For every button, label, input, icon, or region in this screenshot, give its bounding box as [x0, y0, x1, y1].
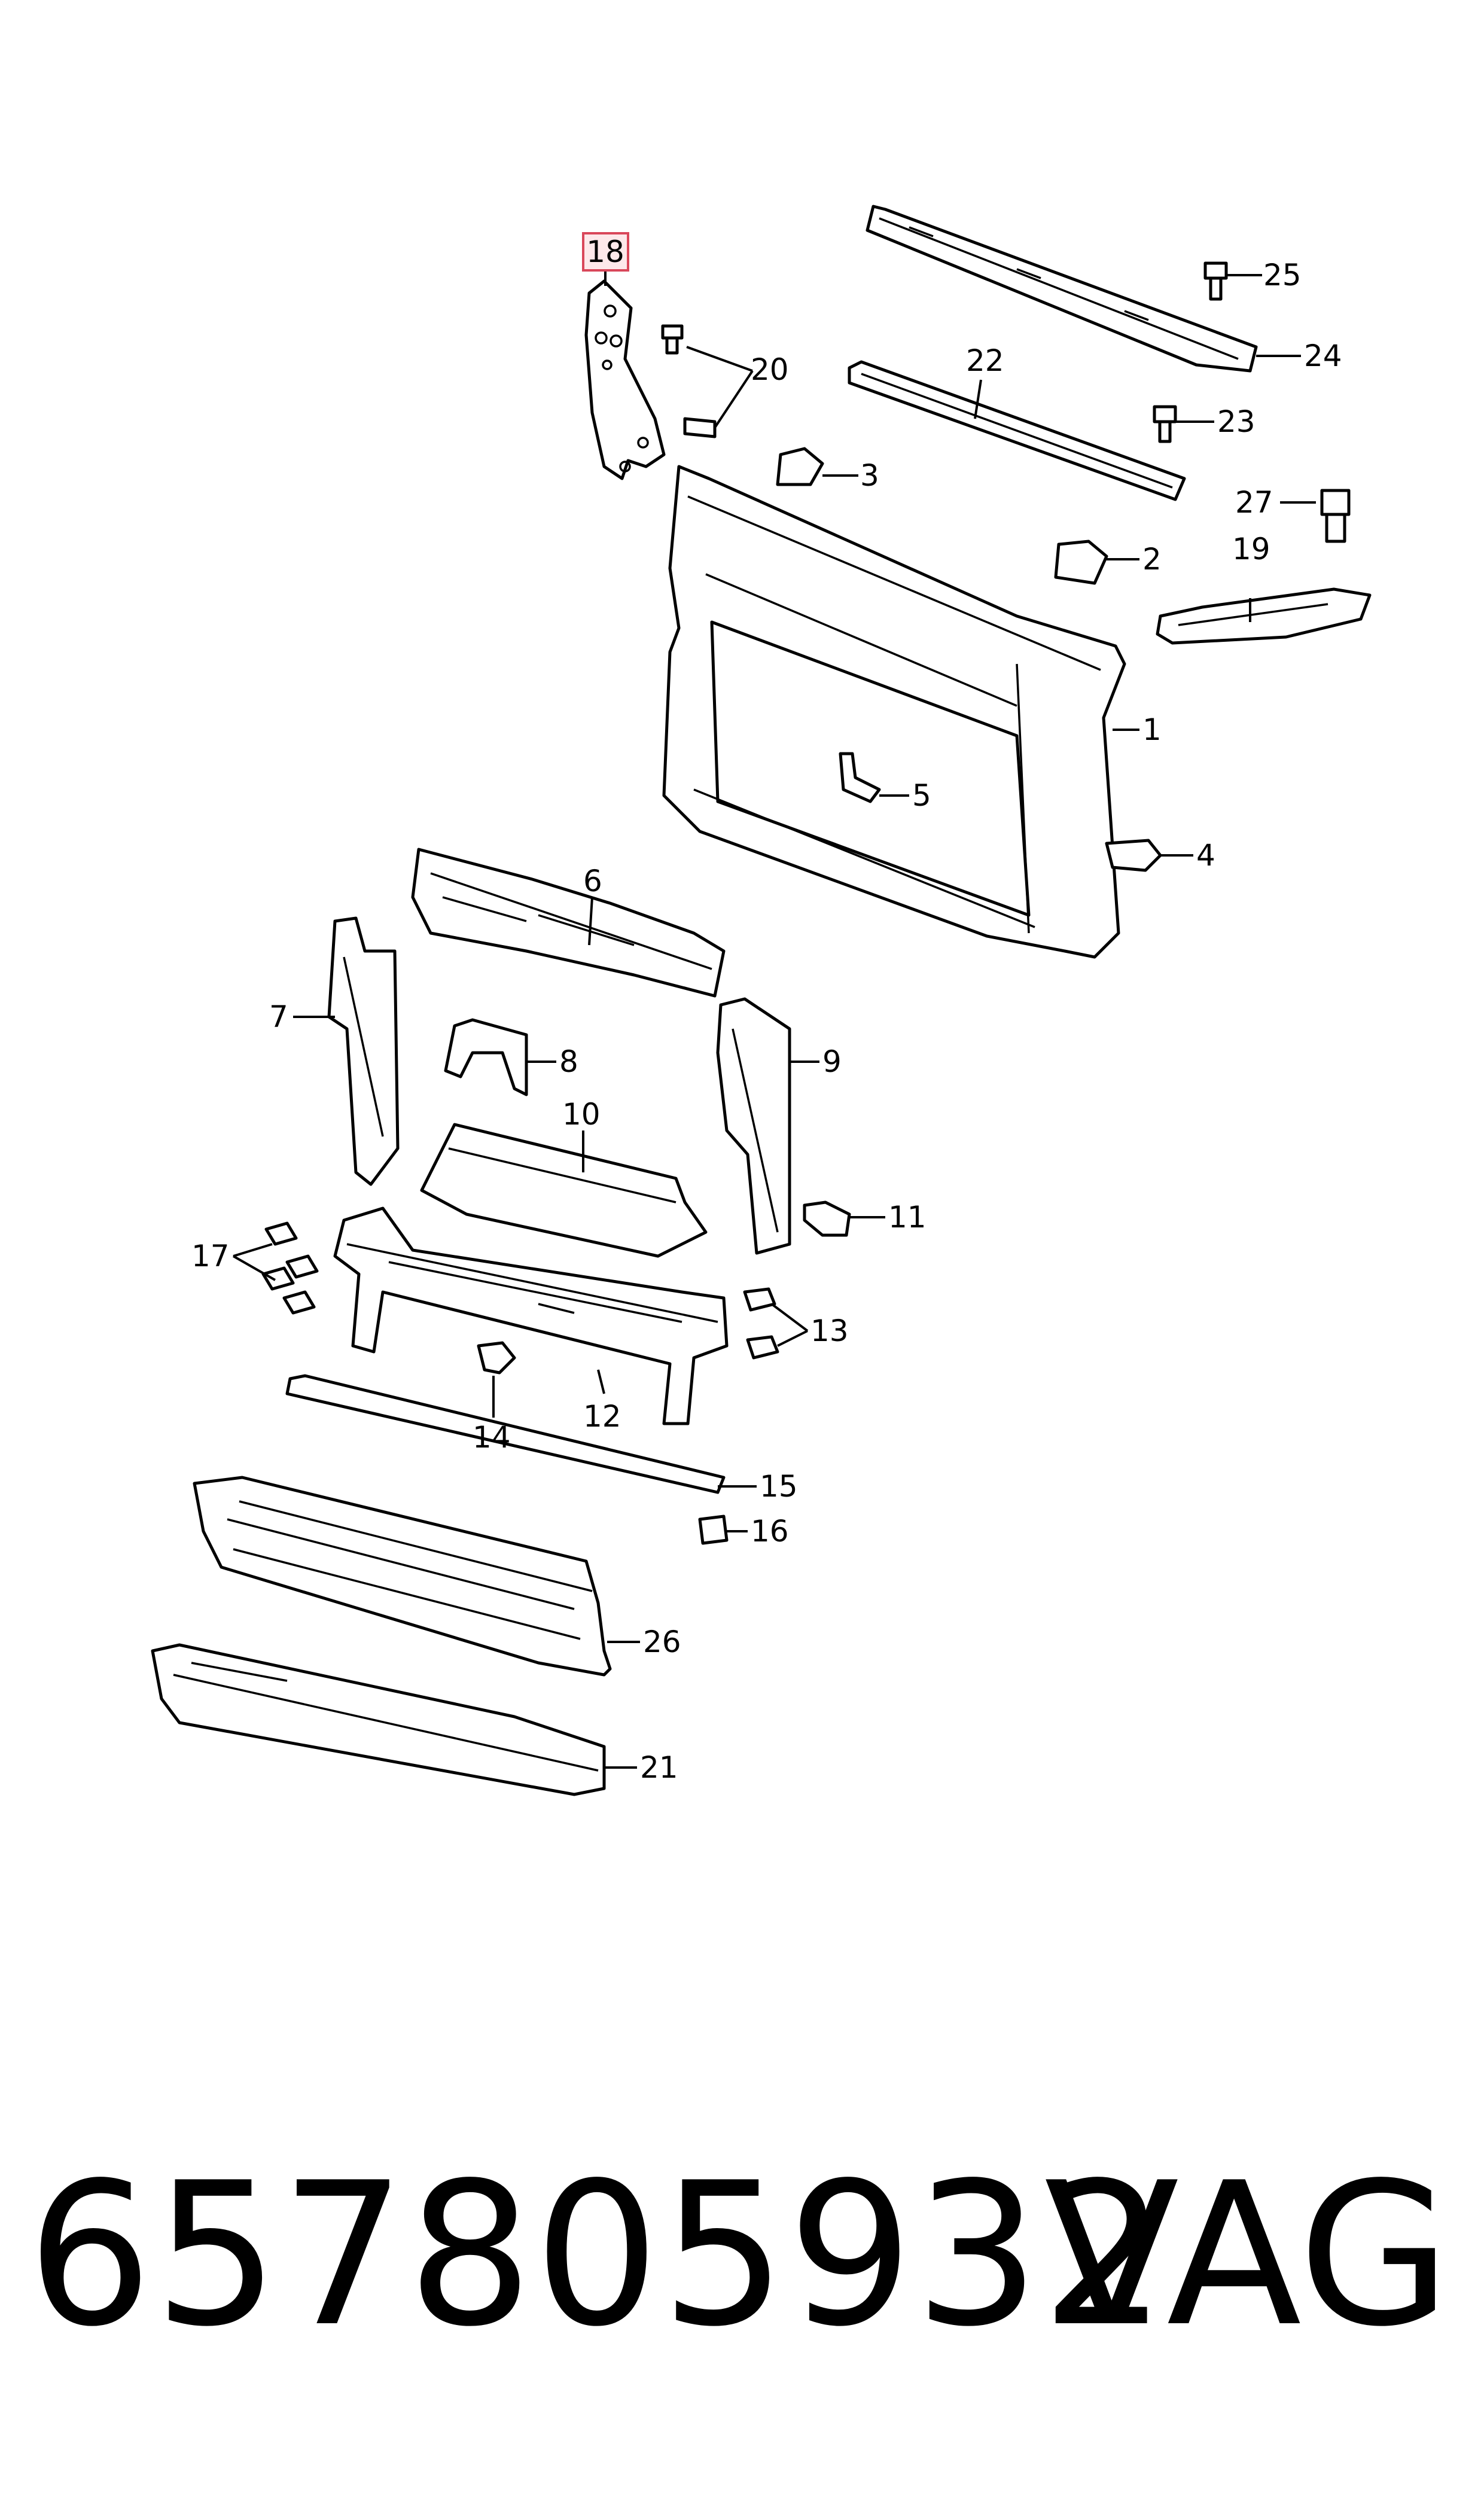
callout-18[interactable]: 18	[586, 234, 624, 269]
part-9-right-guide[interactable]	[716, 997, 791, 1255]
part-6-air-duct[interactable]	[411, 848, 726, 998]
part-1-front-frame[interactable]	[662, 465, 1126, 959]
part-2-clip[interactable]	[1054, 540, 1108, 585]
part-25-bolt[interactable]	[1203, 261, 1228, 301]
callout-20[interactable]: 20	[751, 352, 789, 387]
callout-24[interactable]: 24	[1304, 339, 1342, 373]
part-14-clip[interactable]	[477, 1341, 516, 1375]
callout-12[interactable]: 12	[583, 1399, 621, 1434]
callout-9[interactable]: 9	[822, 1044, 842, 1079]
highlight-box-18	[582, 232, 629, 272]
part-18-bracket[interactable]	[584, 279, 666, 480]
exploded-parts-diagram: 18 20 3 2 19 27 25 23 24 22 1 5 4 6 7 8 …	[151, 205, 1372, 1796]
callout-16[interactable]: 16	[751, 1514, 789, 1549]
callout-15[interactable]: 15	[760, 1469, 798, 1504]
part-11-sensor[interactable]	[803, 1200, 851, 1237]
leader-lines	[233, 269, 1316, 1769]
part-24-upper-cross-member[interactable]	[866, 205, 1258, 373]
part-15-trim-strip[interactable]	[285, 1374, 726, 1494]
callout-11[interactable]: 11	[888, 1200, 927, 1235]
part-5-small-bracket[interactable]	[839, 752, 881, 803]
part-3-clip[interactable]	[776, 447, 824, 486]
part-13-bolts[interactable]	[743, 1287, 779, 1360]
part-7-left-guide[interactable]	[327, 916, 400, 1186]
part-27-bolt[interactable]	[1320, 489, 1351, 543]
callout-5[interactable]: 5	[912, 778, 931, 813]
callout-17[interactable]: 17	[191, 1239, 230, 1273]
part-23-bolt[interactable]	[1153, 405, 1177, 443]
part-8-bracket[interactable]	[444, 1018, 528, 1096]
brand-name: VAG	[1044, 2140, 1451, 2370]
part-20-bolts[interactable]	[661, 324, 717, 438]
part-19-side-bracket[interactable]	[1156, 587, 1372, 645]
callout-14[interactable]: 14	[473, 1420, 511, 1455]
part-number: 657805932	[27, 2140, 1168, 2370]
callout-22[interactable]: 22	[966, 343, 1004, 378]
part-4-clip[interactable]	[1105, 839, 1162, 872]
callout-23[interactable]: 23	[1217, 404, 1256, 439]
callout-7[interactable]: 7	[269, 1000, 288, 1034]
part-16-bolt[interactable]	[698, 1515, 729, 1545]
part-21-absorber[interactable]	[151, 1643, 606, 1796]
part-10-deflector[interactable]	[420, 1123, 708, 1258]
callout-21[interactable]: 21	[640, 1750, 678, 1785]
part-26-grille[interactable]	[193, 1476, 612, 1677]
callout-1[interactable]: 1	[1142, 712, 1162, 747]
callout-13[interactable]: 13	[810, 1314, 849, 1348]
part-17-bolts[interactable]	[261, 1221, 319, 1315]
part-22-cross-strip[interactable]	[848, 360, 1186, 501]
footer: 657805932 VAG	[0, 2129, 1484, 2440]
callout-2[interactable]: 2	[1142, 542, 1162, 577]
callout-25[interactable]: 25	[1263, 258, 1302, 292]
callout-26[interactable]: 26	[643, 1625, 681, 1659]
callout-6[interactable]: 6	[583, 864, 602, 898]
callout-19[interactable]: 19	[1232, 532, 1270, 566]
callout-3[interactable]: 3	[860, 458, 879, 493]
part-12-bumper-beam[interactable]	[333, 1206, 729, 1425]
callout-27[interactable]: 27	[1235, 485, 1273, 520]
callout-10[interactable]: 10	[562, 1097, 601, 1132]
callout-4[interactable]: 4	[1196, 838, 1215, 873]
callout-8[interactable]: 8	[559, 1044, 578, 1079]
